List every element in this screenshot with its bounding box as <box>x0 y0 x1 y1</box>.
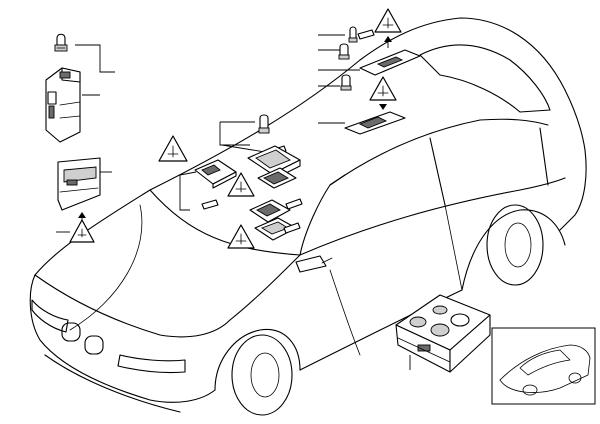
rear-wheel <box>486 204 544 286</box>
rear-wheel-arch <box>461 209 566 291</box>
warning-triangle-icon <box>227 172 255 197</box>
leader-line <box>179 171 197 176</box>
belt-line <box>299 177 566 256</box>
b-pillar <box>429 137 446 206</box>
festoon-bulb-icon <box>357 29 375 40</box>
parts-top-left <box>45 33 115 233</box>
rear-window <box>419 44 551 113</box>
warning-triangle-icon <box>69 219 95 243</box>
kidney-grille-left <box>61 322 81 342</box>
front-wheel <box>231 334 293 416</box>
lamp-housing-icon <box>45 67 81 143</box>
leader-line <box>221 144 266 153</box>
lamp-housing-icon <box>359 49 421 76</box>
headlight-right <box>117 354 186 374</box>
leader-line <box>219 122 250 146</box>
lamp-housing-icon <box>344 111 406 135</box>
warning-triangle-icon <box>227 224 255 249</box>
door-line <box>329 269 361 356</box>
side-window-upper <box>329 118 549 186</box>
front-wheel-arch <box>214 328 301 391</box>
light-switch-icon <box>249 199 297 241</box>
kidney-grille-right <box>84 335 104 355</box>
arrow-up-icon <box>384 36 392 42</box>
rear-wheel-hub <box>504 222 532 268</box>
leader-line <box>75 44 115 73</box>
warning-triangle-icon <box>374 8 402 33</box>
bumper-lower <box>44 354 181 413</box>
headlight-left <box>31 299 69 333</box>
parts-center <box>179 114 303 241</box>
lamp-housing-icon <box>57 157 101 211</box>
hood-front-edge <box>34 274 231 338</box>
rear-door-line <box>444 204 463 291</box>
hood-right-edge <box>229 254 301 321</box>
rear-outline <box>559 149 587 231</box>
front-wheel-hub <box>250 352 280 398</box>
side-mirror <box>295 255 327 273</box>
warning-triangle-icon <box>158 135 188 162</box>
arrow-down-icon <box>379 104 387 110</box>
leader-line <box>179 175 190 211</box>
festoon-bulb-icon <box>201 199 219 210</box>
light-switch-icon <box>247 145 301 189</box>
festoon-bulb-icon <box>283 222 301 234</box>
arrow-up-icon <box>78 212 86 218</box>
bulb-icon <box>258 114 270 134</box>
hood-crease <box>69 204 143 331</box>
c-pillar <box>539 127 549 186</box>
warning-triangle-icon <box>369 76 397 101</box>
bulb-icon <box>338 43 350 60</box>
a-pillar <box>299 174 346 256</box>
first-aid-kit-icon <box>395 294 491 373</box>
warning-triangles <box>69 8 402 249</box>
bulb-icon <box>340 74 352 91</box>
bulb-icon <box>54 33 68 52</box>
festoon-bulb-icon <box>285 198 303 210</box>
windshield-base <box>149 189 301 256</box>
car-thumbnail-icon <box>491 327 596 405</box>
front-face <box>29 274 216 403</box>
parts-top-right <box>318 26 421 135</box>
bulb-icon <box>348 26 358 43</box>
light-switch-icon <box>194 159 237 189</box>
door-handle <box>321 257 333 264</box>
